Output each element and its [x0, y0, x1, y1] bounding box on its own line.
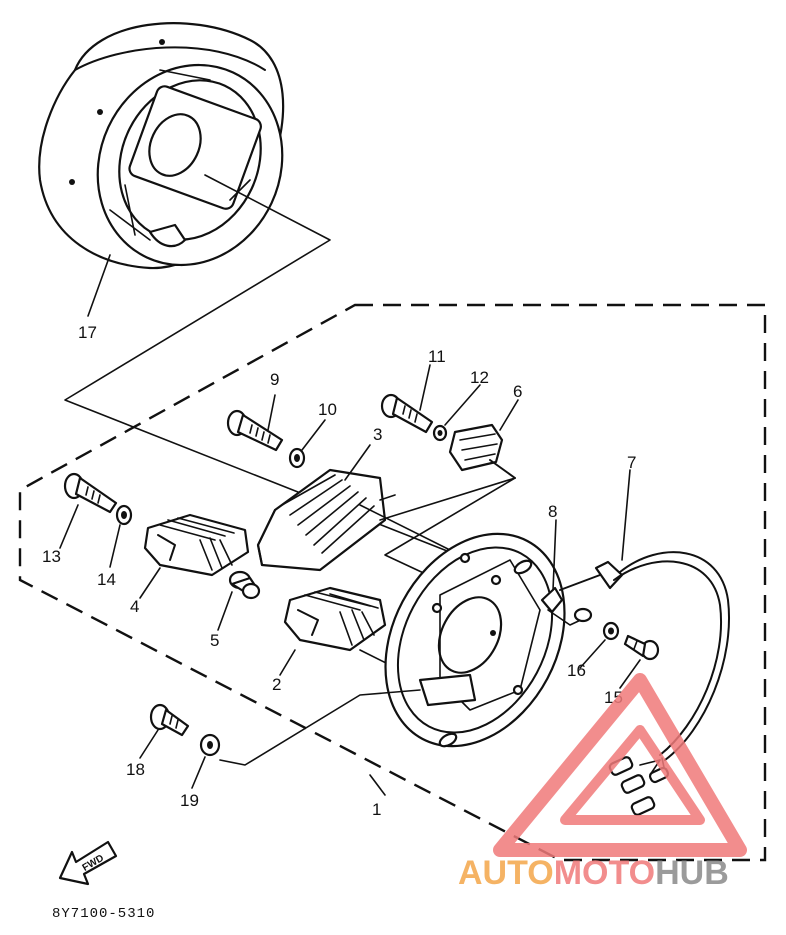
watermark-triangle-icon: [493, 673, 747, 857]
flywheel-leader-line: [64, 174, 471, 561]
bolt-11: [380, 393, 434, 434]
callout-labels: 1 2 3 4 5 6 7 8 9 10 11 12 13 14 15 16 1…: [42, 323, 636, 819]
callout-10: 10: [318, 400, 337, 419]
callout-12: 12: [470, 368, 489, 387]
callout-4: 4: [130, 597, 139, 616]
source-coil-3: [256, 468, 396, 572]
assembly-dashed-outline: [18, 303, 767, 862]
wire-connectors: [608, 756, 670, 816]
watermark-part-moto: MOTO: [554, 854, 655, 892]
screw-15: [623, 634, 660, 661]
callout-6: 6: [513, 382, 522, 401]
callout-leaders: [59, 364, 641, 796]
callout-5: 5: [210, 631, 219, 650]
diagram-code: 8Y7100-5310: [52, 906, 155, 922]
flywheel-rotor: [38, 22, 285, 270]
callout-3: 3: [373, 425, 382, 444]
callout-17: 17: [78, 323, 97, 342]
callout-13: 13: [42, 547, 61, 566]
callout-18: 18: [126, 760, 145, 779]
bolt-9: [226, 409, 284, 452]
callout-17-leader: [87, 254, 111, 317]
washer-10: [288, 447, 306, 469]
washer-19: [199, 733, 221, 757]
pickup-coil-6: [448, 423, 516, 479]
watermark-inner-triangle-icon: [560, 725, 705, 825]
callout-14: 14: [97, 570, 116, 589]
callout-16: 16: [567, 661, 586, 680]
wire-harness-7: [559, 551, 730, 816]
callout-11: 11: [428, 347, 446, 366]
spacer-5: [228, 570, 261, 600]
watermark-part-hub: HUB: [655, 854, 729, 892]
callout-1: 1: [372, 800, 381, 819]
charge-coil-4: [143, 513, 250, 577]
bolt-18: [149, 703, 190, 737]
wire-clamp-8: [540, 586, 593, 626]
washer-14: [115, 504, 133, 526]
washer-16: [602, 621, 620, 641]
watermark-text: AUTOMOTOHUB: [458, 854, 729, 892]
stator-base-plate-1: [384, 532, 566, 748]
callout-8: 8: [548, 502, 557, 521]
watermark-logo: AUTOMOTOHUB: [458, 673, 747, 892]
forward-direction-arrow: FWD: [58, 840, 118, 886]
watermark-part-auto: AUTO: [458, 854, 554, 892]
callout-9: 9: [270, 370, 279, 389]
callout-7: 7: [627, 453, 636, 472]
lighting-coil-2: [283, 586, 387, 652]
callout-2: 2: [272, 675, 281, 694]
washer-12: [432, 424, 448, 442]
callout-19: 19: [180, 791, 199, 810]
bolt-18-leader: [219, 689, 421, 766]
bolt-13: [63, 472, 118, 514]
